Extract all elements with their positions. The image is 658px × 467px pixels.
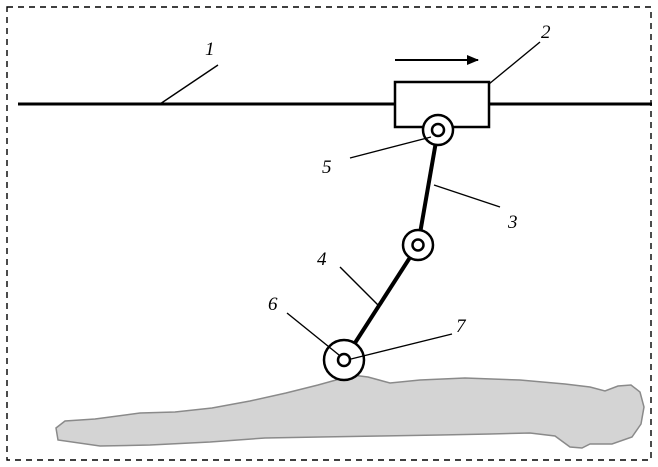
end-effector-joint [322, 338, 366, 382]
leader-line-6 [286, 312, 340, 356]
label-lower-link: 4 [317, 249, 327, 270]
dashed-frame [6, 6, 652, 461]
label-end-effector: 7 [456, 316, 467, 337]
label-carriage: 2 [541, 22, 551, 43]
human-body-silhouette [55, 374, 645, 449]
label-rail: 1 [205, 39, 215, 60]
label-joint-bottom: 6 [268, 294, 278, 315]
leader-line-7 [350, 333, 453, 360]
label-joint-top: 5 [322, 157, 332, 178]
lower-link [342, 243, 420, 362]
label-upper-link: 3 [507, 212, 518, 233]
leader-line-3 [433, 184, 501, 208]
leader-line-5 [349, 136, 432, 159]
joint-middle [401, 228, 435, 262]
joint-top [421, 113, 455, 147]
leader-line-4 [339, 266, 379, 306]
leader-line-1 [159, 64, 219, 105]
upper-link [416, 129, 440, 246]
leader-line-2 [488, 41, 541, 85]
